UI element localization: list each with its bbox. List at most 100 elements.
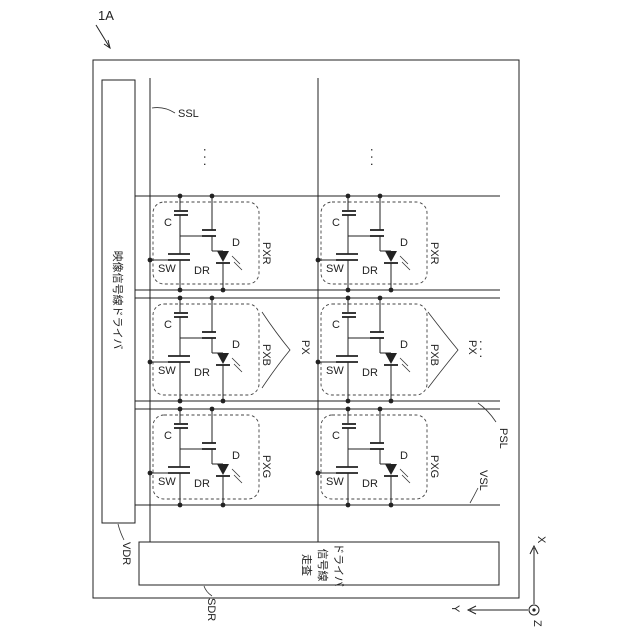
emission-arrow-a: [400, 358, 408, 366]
d-label: D: [400, 450, 408, 462]
d-label: D: [400, 237, 408, 249]
subpixel-label: PXG: [428, 455, 440, 478]
diode-body: [217, 464, 229, 475]
px-label-right: PX: [466, 340, 478, 355]
diode-body: [385, 353, 397, 364]
emission-arrow-b: [402, 364, 410, 372]
pixel-circuit-r1-c0: SW C DR D PXB: [148, 296, 272, 404]
ssl-label: SSL: [178, 108, 199, 120]
c-label: C: [164, 319, 172, 331]
emission-arrow-a: [232, 469, 240, 477]
scan-node: [316, 258, 321, 263]
vsl-leader: [470, 488, 478, 503]
scan-node: [148, 360, 153, 365]
subpixel-label: PXR: [260, 242, 272, 265]
px-label-left: PX: [299, 340, 311, 355]
diode-body: [385, 464, 397, 475]
subpixel-outline: [321, 304, 427, 395]
dr-label: DR: [194, 265, 210, 277]
vsl-label: VSL: [477, 470, 489, 491]
panel-outline: [93, 60, 519, 598]
subpixel-label: PXB: [428, 344, 440, 366]
node-bottom: [346, 503, 351, 508]
vdr-leader: [118, 524, 124, 540]
ssl-leader: [152, 108, 175, 113]
c-label: C: [332, 430, 340, 442]
sw-label: SW: [326, 263, 344, 275]
pixel-circuit-r2-c0: SW C DR D PXG: [148, 407, 272, 508]
d-label: D: [232, 237, 240, 249]
diode-body: [217, 251, 229, 262]
ellipsis-left-column: . . .: [201, 148, 216, 166]
sw-label: SW: [326, 365, 344, 377]
vdr-label: VDR: [120, 542, 132, 565]
scan-node: [316, 471, 321, 476]
c-label: C: [332, 217, 340, 229]
ellipsis-right-column: . . .: [368, 148, 383, 166]
scan-node: [316, 360, 321, 365]
emission-arrow-a: [232, 358, 240, 366]
ellipsis-right-side: . . .: [477, 340, 492, 358]
c-label: C: [164, 430, 172, 442]
figure-label: 1A: [98, 8, 114, 23]
dr-label: DR: [362, 367, 378, 379]
sw-label: SW: [326, 476, 344, 488]
d-label: D: [400, 339, 408, 351]
sw-label: SW: [158, 365, 176, 377]
pixel-circuits: SW C DR D PXR SW C DR D PXR SW C DR D PXB SW C DR D PXB SW C D…: [148, 194, 440, 508]
emission-arrow-b: [402, 262, 410, 270]
scan-driver-label-line1: 走査: [300, 554, 314, 576]
video-signal-driver-label: 映像信号線ドライバ: [111, 251, 125, 350]
node-bottom-diode: [389, 399, 394, 404]
sw-label: SW: [158, 476, 176, 488]
pixel-circuit-r0-c0: SW C DR D PXR: [148, 194, 272, 293]
node-bottom-diode: [221, 503, 226, 508]
emission-arrow-a: [232, 256, 240, 264]
subpixel-label: PXG: [260, 455, 272, 478]
diode-body: [217, 353, 229, 364]
subpixel-label: PXB: [260, 344, 272, 366]
node-bottom: [178, 503, 183, 508]
figure-leader-line: [96, 25, 110, 48]
node-bottom-diode: [389, 503, 394, 508]
pixel-circuit-r2-c1: SW C DR D PXG: [316, 407, 440, 508]
x-axis-label: X: [535, 536, 547, 544]
sdr-leader: [204, 586, 212, 596]
node-bottom-diode: [221, 399, 226, 404]
sdr-label: SDR: [205, 598, 217, 621]
diode-body: [385, 251, 397, 262]
scan-driver-label-line3: ドライバ: [332, 543, 345, 587]
dr-label: DR: [194, 367, 210, 379]
pixel-circuit-r0-c1: SWCDRDPXR: [316, 194, 440, 293]
c-label: C: [332, 319, 340, 331]
sw-label: SW: [158, 263, 176, 275]
emission-arrow-b: [234, 475, 242, 483]
emission-arrow-a: [400, 469, 408, 477]
d-label: D: [232, 339, 240, 351]
z-axis-dot: [532, 608, 535, 611]
z-axis-label: Z: [531, 620, 543, 627]
y-axis-label: Y: [449, 605, 461, 613]
dr-label: DR: [194, 478, 210, 490]
pixel-circuit-r1-c1: SW C DR D PXB: [316, 296, 440, 404]
psl-label: PSL: [497, 428, 509, 449]
subpixel-label: PXR: [428, 242, 440, 265]
node-bottom: [346, 288, 351, 293]
d-label: D: [232, 450, 240, 462]
node-bottom: [178, 288, 183, 293]
psl-leader: [478, 403, 496, 422]
c-label: C: [164, 217, 172, 229]
scan-driver-label-line2: 信号線: [316, 549, 330, 582]
node-bottom: [346, 399, 351, 404]
scan-node: [148, 471, 153, 476]
node-bottom: [178, 399, 183, 404]
emission-arrow-a: [400, 256, 408, 264]
emission-arrow-b: [234, 364, 242, 372]
subpixel-outline: [153, 304, 259, 395]
emission-arrow-b: [234, 262, 242, 270]
dr-label: DR: [362, 478, 378, 490]
emission-arrow-b: [402, 475, 410, 483]
scan-node: [148, 258, 153, 263]
